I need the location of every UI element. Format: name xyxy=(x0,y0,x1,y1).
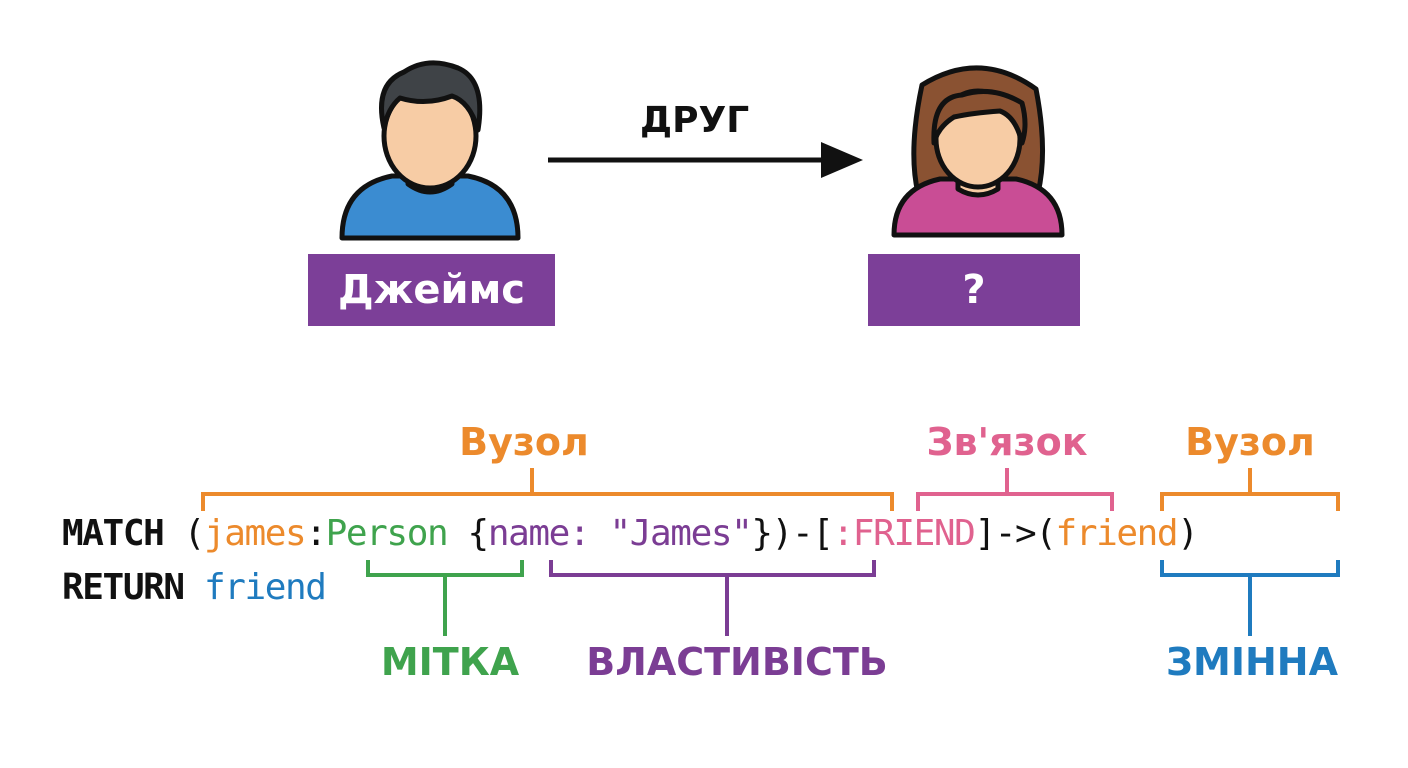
var-friend-return: friend xyxy=(203,567,327,608)
label-person: Person xyxy=(325,513,449,554)
property-annotation: ВЛАСТИВІСТЬ xyxy=(586,640,888,684)
prop-key: name: xyxy=(487,513,591,554)
relationship-label: ДРУГ xyxy=(640,100,750,141)
node-annotation-left: Вузол xyxy=(459,420,589,464)
relationship-annotation: Зв'язок xyxy=(926,420,1088,464)
node-label-unknown-text: ? xyxy=(962,267,986,313)
rel-type-friend: :FRIEND xyxy=(832,513,976,554)
node-annotation-right: Вузол xyxy=(1185,420,1315,464)
keyword-match: MATCH xyxy=(62,513,165,554)
arrow-right-icon xyxy=(548,142,863,178)
node-label-james-text: Джеймс xyxy=(338,267,525,313)
prop-value: "James" xyxy=(609,513,752,554)
bracket-open: [ xyxy=(812,513,834,554)
var-friend-node: friend xyxy=(1055,513,1179,554)
female-person-icon xyxy=(891,65,1065,238)
bracket-property xyxy=(549,560,876,636)
bracket-relationship xyxy=(916,468,1114,511)
keyword-return: RETURN xyxy=(62,567,185,608)
paren-close-dash: )- xyxy=(771,513,814,554)
bracket-node-right xyxy=(1160,468,1340,511)
bracket-close-arrow: ]-> xyxy=(974,513,1036,554)
bracket-label xyxy=(366,560,524,636)
variable-annotation: ЗМІННА xyxy=(1166,640,1338,684)
colon: : xyxy=(305,513,327,554)
male-person-icon xyxy=(339,60,521,241)
node-label-unknown: ? xyxy=(868,254,1080,326)
paren-open: ( xyxy=(183,513,206,554)
var-james: james xyxy=(203,513,307,554)
paren-close-2: ) xyxy=(1177,513,1199,554)
cypher-query: MATCH (james:Person {name: "James"})-[:F… xyxy=(62,507,1199,615)
brace-close: } xyxy=(751,513,773,554)
bracket-variable xyxy=(1160,560,1340,636)
paren-open-2: ( xyxy=(1035,513,1057,554)
label-annotation: МІТКА xyxy=(380,640,520,684)
node-label-james: Джеймс xyxy=(308,254,555,326)
brace-open: { xyxy=(467,513,490,554)
bracket-node-left xyxy=(201,468,894,511)
